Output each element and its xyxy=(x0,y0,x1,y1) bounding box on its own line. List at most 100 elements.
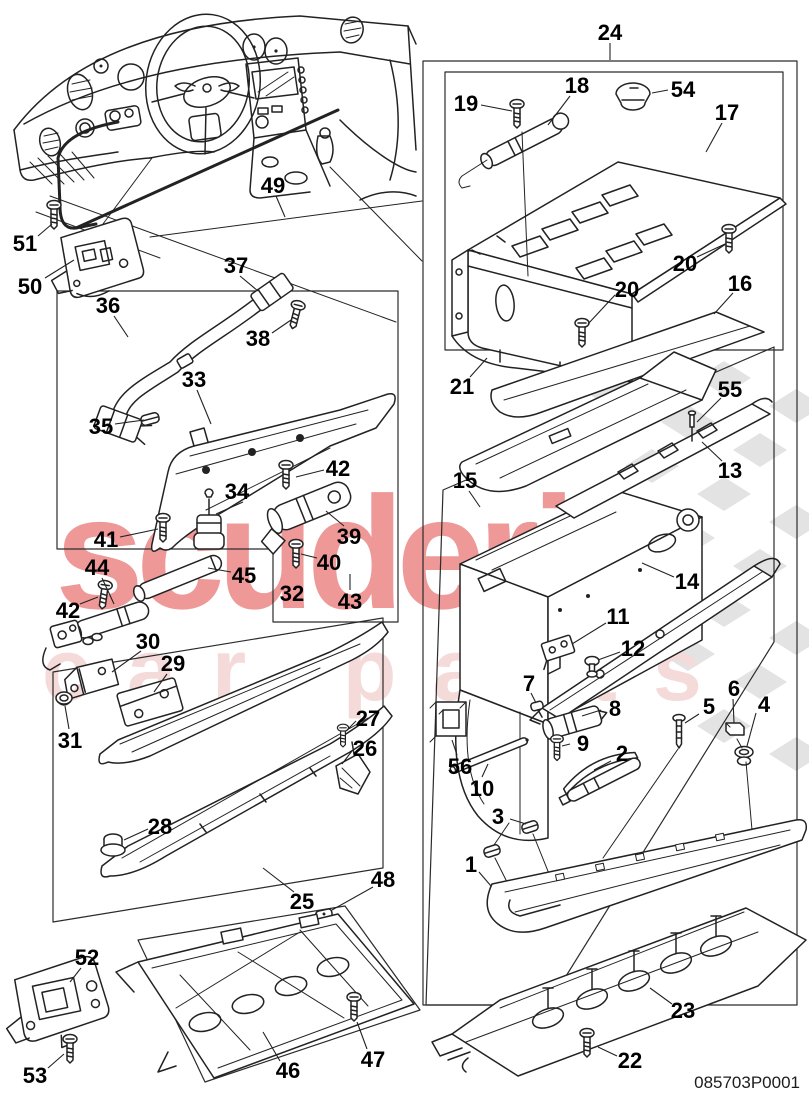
callout-16-37: 16 xyxy=(728,271,752,296)
callout-leader-16 xyxy=(713,292,734,315)
part-15-housing xyxy=(455,489,703,842)
part-54-grommet xyxy=(615,82,651,111)
callout-leader-51 xyxy=(37,223,53,237)
callout-42-17: 42 xyxy=(56,598,80,623)
callout-32-15: 32 xyxy=(280,581,304,606)
callout-12-44: 12 xyxy=(621,636,645,661)
callout-leader-25 xyxy=(262,867,295,893)
steering-wheel xyxy=(144,13,262,155)
callout-leader-41 xyxy=(119,528,159,538)
callout-leader-49 xyxy=(275,195,286,218)
flag-diamond xyxy=(769,505,809,539)
callout-leader-39 xyxy=(325,510,345,527)
dashboard-sketch xyxy=(13,13,417,230)
callout-41-10: 41 xyxy=(94,527,118,552)
callout-leader-33 xyxy=(196,389,212,425)
callout-8-49: 8 xyxy=(609,696,621,721)
callout-leader-2 xyxy=(593,760,612,771)
callout-leader-6 xyxy=(732,698,735,724)
part-34-damper xyxy=(193,488,225,550)
part-upper-trim-panel xyxy=(98,621,389,765)
callout-20-36: 20 xyxy=(615,277,639,302)
part-35-clip xyxy=(140,411,160,427)
part-46-undertray xyxy=(115,913,415,1079)
part-18-rod xyxy=(458,112,570,277)
callout-leader-44 xyxy=(101,577,115,605)
callout-leader-38 xyxy=(271,319,292,334)
callout-leader-50 xyxy=(44,259,75,279)
flag-diamond xyxy=(769,621,809,655)
callout-21-38: 21 xyxy=(450,374,474,399)
part-44-rod xyxy=(42,601,150,671)
callout-19-31: 19 xyxy=(454,91,478,116)
callout-leader-27 xyxy=(345,720,357,732)
callout-47-29: 47 xyxy=(361,1047,385,1072)
callout-53-27: 53 xyxy=(23,1063,47,1088)
callout-leader-11 xyxy=(571,622,607,645)
callout-leader-35 xyxy=(114,419,145,425)
part-14-rail xyxy=(529,508,781,725)
part-28-cap xyxy=(100,833,126,857)
part-38-screw xyxy=(284,298,307,331)
callout-leader-13 xyxy=(701,441,723,462)
callout-leader-5 xyxy=(684,713,700,724)
frame-upper-left-box xyxy=(56,290,399,623)
callout-54-33: 54 xyxy=(671,77,696,102)
callout-51-1: 51 xyxy=(13,231,37,256)
callout-leader-26 xyxy=(341,750,353,765)
callout-27-21: 27 xyxy=(356,706,380,731)
part-19-screw xyxy=(509,98,525,129)
part-33-panel xyxy=(150,392,396,552)
callout-33-6: 33 xyxy=(182,367,206,392)
callout-leader-55 xyxy=(696,397,722,423)
callout-leader-20 xyxy=(696,243,726,258)
callout-40-12: 40 xyxy=(317,550,341,575)
callout-9-50: 9 xyxy=(577,731,589,756)
callout-leader-34 xyxy=(215,501,244,515)
callout-leader-45 xyxy=(207,567,232,573)
callout-leader-37 xyxy=(239,275,259,292)
part-6-clip xyxy=(725,722,745,736)
callout-leader-53 xyxy=(47,1053,65,1069)
part-16-lid xyxy=(490,311,765,418)
callout-leader-52 xyxy=(69,967,82,983)
callout-leader-46 xyxy=(262,1031,281,1062)
callout-leader-8 xyxy=(581,709,602,717)
callout-leader-17 xyxy=(705,122,723,153)
callout-39-11: 39 xyxy=(337,524,361,549)
callout-26-22: 26 xyxy=(353,736,377,761)
part-30-bracket xyxy=(64,658,120,701)
callout-leader-19 xyxy=(480,104,513,112)
callout-45-14: 45 xyxy=(232,563,256,588)
part-12-stud xyxy=(584,655,600,678)
part-29-plate xyxy=(116,677,184,727)
callout-leader-9 xyxy=(561,743,571,747)
callout-leader-22 xyxy=(597,1046,618,1057)
part-11-plate xyxy=(540,634,576,671)
part-1-sill-strip xyxy=(486,818,808,933)
part-51-screw xyxy=(46,199,62,230)
flag-diamond xyxy=(769,737,809,771)
part-17-housing xyxy=(451,161,787,383)
callout-29-19: 29 xyxy=(161,651,185,676)
part-45-pin xyxy=(132,554,223,602)
callout-4-48: 4 xyxy=(758,692,771,717)
callout-leader-12 xyxy=(597,651,621,661)
callout-leader-42 xyxy=(79,596,99,605)
callout-48-24: 48 xyxy=(371,867,395,892)
callout-14-42: 14 xyxy=(675,569,700,594)
callout-leader-36 xyxy=(113,315,129,338)
callout-2-51: 2 xyxy=(616,741,628,766)
part-37-cable xyxy=(93,272,294,446)
callout-leader-3 xyxy=(509,818,527,825)
callout-leader-1 xyxy=(478,871,492,887)
callout-34-9: 34 xyxy=(225,479,250,504)
callout-leader-56 xyxy=(451,739,458,756)
part-26-wedge xyxy=(335,741,371,795)
callout-leader-29 xyxy=(153,673,168,693)
part-code: 085703P0001 xyxy=(694,1073,800,1092)
callout-leader-20 xyxy=(587,294,616,325)
callout-17-34: 17 xyxy=(715,100,739,125)
callout-5-47: 5 xyxy=(703,694,715,719)
